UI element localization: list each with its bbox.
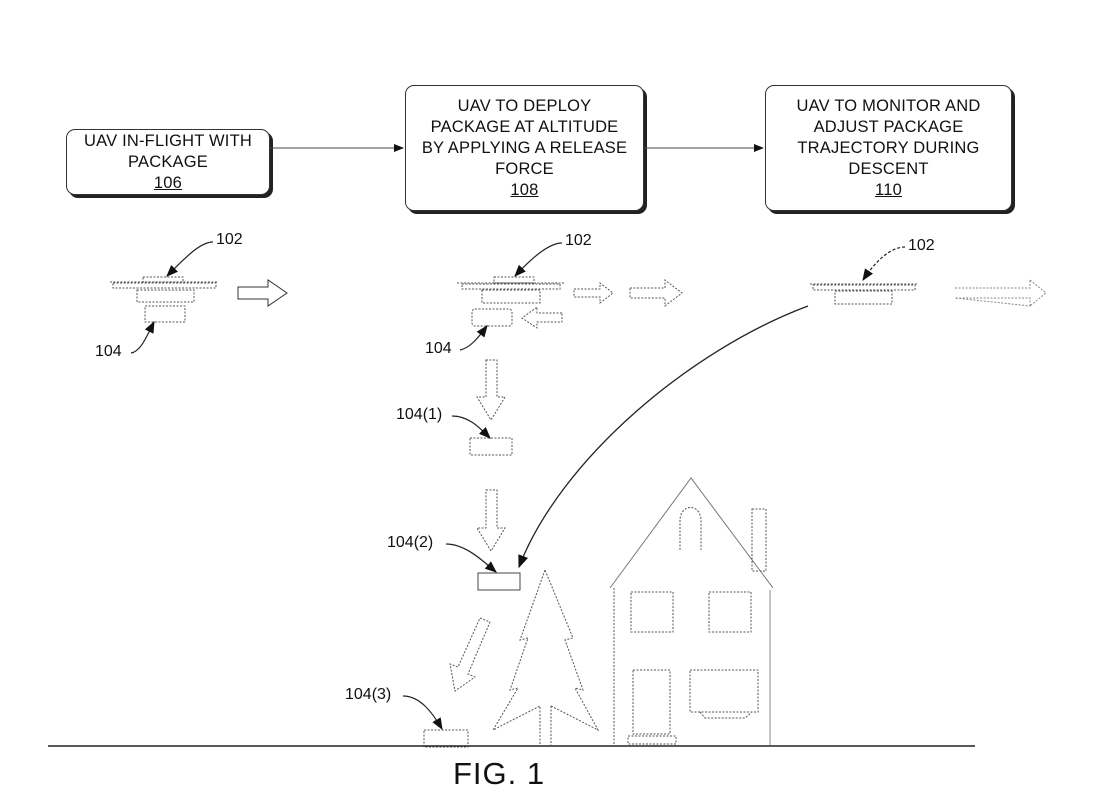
package-box-icon xyxy=(469,437,513,456)
step-text-line: BY APPLYING A RELEASE xyxy=(421,138,628,157)
motion-arrow-icon xyxy=(954,279,1047,307)
motion-arrow-icon xyxy=(521,306,563,329)
uav-drone-icon xyxy=(457,276,565,304)
package-position-label: 104(3) xyxy=(345,686,392,703)
step-ref-number: 110 xyxy=(875,180,902,199)
step-text-line: ADJUST PACKAGE xyxy=(813,117,964,136)
motion-arrow-icon xyxy=(629,278,683,308)
uav-ref-label: 102 xyxy=(908,237,935,254)
figure-caption: FIG. 1 xyxy=(453,756,546,791)
uav-ref-label: 102 xyxy=(565,232,592,249)
step-ref-number: 108 xyxy=(510,180,539,199)
package-box-icon xyxy=(423,729,469,748)
leader-line xyxy=(445,543,497,573)
house-icon xyxy=(609,477,774,745)
package-ref-label: 104 xyxy=(425,340,452,357)
package-position-label: 104(2) xyxy=(387,534,434,551)
leader-line xyxy=(862,246,906,281)
trajectory-adjust-arrow xyxy=(518,305,809,569)
leader-line xyxy=(514,242,563,277)
step-text-line: TRAJECTORY DURING xyxy=(797,138,980,157)
leader-line xyxy=(451,415,491,439)
package-box-icon xyxy=(477,572,521,591)
step-text-line: UAV TO DEPLOY xyxy=(457,96,592,115)
leader-line xyxy=(459,325,488,351)
step-box-deploy: UAV TO DEPLOY PACKAGE AT ALTITUDE BY APP… xyxy=(405,85,644,211)
step-text-line: UAV TO MONITOR AND xyxy=(796,96,981,115)
motion-arrow-icon xyxy=(573,281,614,305)
motion-arrow-icon xyxy=(476,359,506,421)
leader-line xyxy=(130,320,155,354)
motion-arrow-icon xyxy=(449,617,491,692)
leader-line xyxy=(166,241,214,277)
package-box-icon xyxy=(471,308,513,327)
uav-ref-label: 102 xyxy=(216,231,243,248)
step-ref-number: 106 xyxy=(153,173,183,192)
tree-icon xyxy=(491,569,600,745)
step-box-in-flight: UAV IN-FLIGHT WITH PACKAGE 106 xyxy=(66,129,270,195)
motion-arrow-icon xyxy=(476,489,506,552)
package-ref-label: 104 xyxy=(95,343,122,360)
step-text-line: PACKAGE AT ALTITUDE xyxy=(430,117,619,136)
step-text-line: PACKAGE xyxy=(128,152,208,171)
uav-drone-icon xyxy=(110,276,218,323)
leader-line xyxy=(402,695,443,731)
step-box-monitor: UAV TO MONITOR AND ADJUST PACKAGE TRAJEC… xyxy=(765,85,1012,211)
motion-arrow-icon xyxy=(237,279,288,307)
step-text-line: FORCE xyxy=(495,159,554,178)
package-position-label: 104(1) xyxy=(396,406,443,423)
uav-drone-icon xyxy=(810,283,918,305)
step-text-line: DESCENT xyxy=(848,159,929,178)
step-text-line: UAV IN-FLIGHT WITH xyxy=(84,131,252,150)
